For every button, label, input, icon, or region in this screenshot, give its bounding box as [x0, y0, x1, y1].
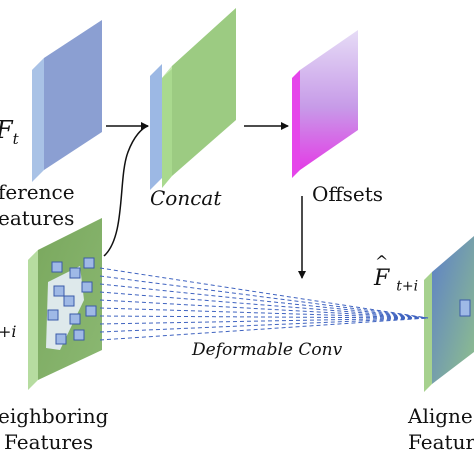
reference-label-line1: ference	[0, 180, 75, 204]
reference-symbol: Ft	[0, 118, 19, 148]
deformable-conv-label: Deformable Conv	[192, 340, 343, 360]
aligned-symbol: ^F t+i	[374, 252, 419, 295]
neighboring-features-block	[28, 218, 102, 390]
offsets-block-side	[292, 70, 300, 178]
neighboring-to-concat-arrow	[103, 125, 149, 257]
connector-arrows	[103, 122, 306, 279]
offsets-label: Offsets	[312, 182, 384, 206]
concat-block	[150, 8, 236, 190]
sampling-grid	[47, 257, 97, 345]
deformable-sampling-lines	[99, 267, 429, 341]
reference-features-block	[32, 20, 102, 182]
neighboring-block-side	[28, 250, 38, 390]
reference-label-line2: eatures	[0, 206, 75, 230]
aligned-label-line1: Aligne	[408, 404, 473, 428]
neighboring-label-line1: eighboring	[0, 404, 109, 428]
aligned-sample-cell	[459, 299, 471, 317]
reference-block-face	[44, 20, 102, 170]
aligned-label-line2: Featur	[408, 430, 474, 454]
offsets-block-face	[300, 30, 358, 170]
neighboring-label-line2: Features	[4, 430, 94, 454]
neighboring-symbol-subscript: +i	[0, 322, 17, 341]
aligned-block-side	[424, 272, 432, 392]
aligned-features-block	[424, 236, 474, 392]
concat-green-side	[162, 66, 172, 188]
concat-label: Concat	[150, 186, 222, 210]
concat-blue-layer	[150, 64, 162, 190]
concat-green-face	[172, 8, 236, 176]
reference-block-side	[32, 58, 44, 182]
aligned-block-face	[432, 236, 474, 384]
offsets-block	[292, 30, 358, 178]
